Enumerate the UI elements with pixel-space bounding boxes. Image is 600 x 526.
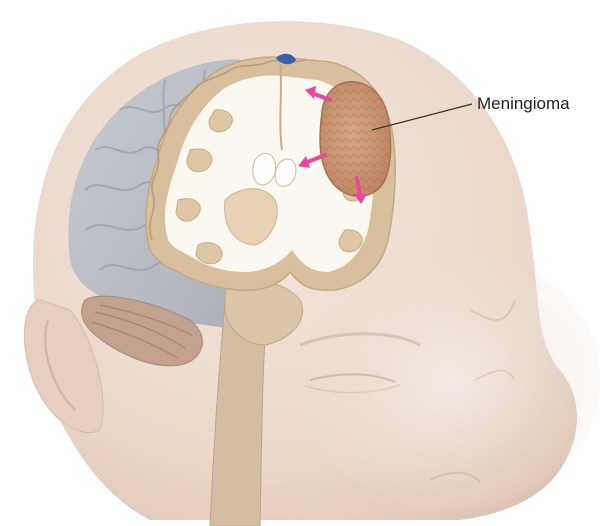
cerebellum — [81, 295, 203, 367]
meningioma-tumor — [319, 81, 392, 197]
meningioma-label: Meningioma — [477, 94, 570, 113]
leader-line — [371, 103, 473, 131]
arrow-2 — [298, 153, 327, 168]
ear — [23, 299, 104, 434]
arrow-1 — [305, 86, 332, 102]
face-features — [299, 299, 516, 483]
brainstem — [209, 280, 303, 526]
arrow-3 — [354, 176, 367, 204]
pink-compression-arrows-icon — [298, 86, 367, 204]
meningioma-callout: Meningioma — [371, 94, 570, 131]
